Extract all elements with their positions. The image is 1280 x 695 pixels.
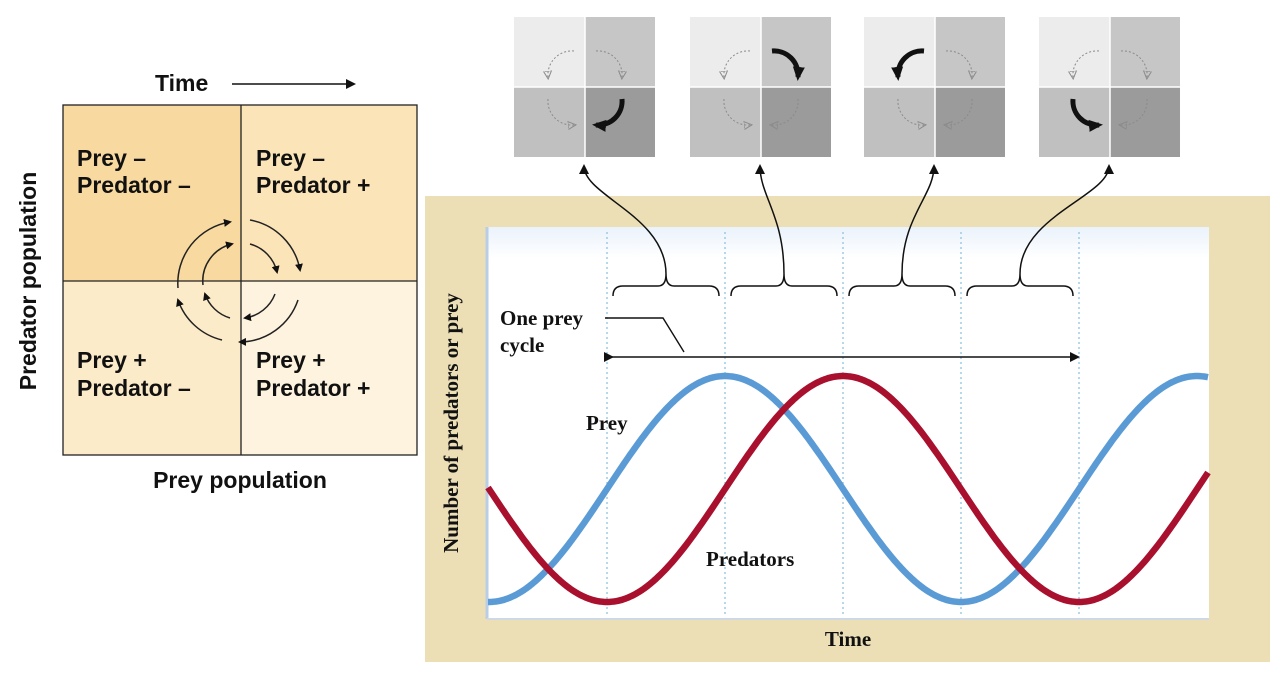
cycle-thumbnail (514, 17, 655, 157)
one-prey-cycle-label: One prey cycle (500, 306, 588, 357)
predators-series-label: Predators (706, 547, 794, 571)
brace-connector-arrow (901, 164, 939, 275)
brace-connector-arrow (579, 164, 667, 275)
prey-series-line (486, 372, 1210, 606)
phase-frame (62, 104, 418, 456)
ghost-arrow-icon (946, 98, 973, 125)
ghost-arrow-icon (897, 98, 924, 125)
ghost-arrow-icon (1121, 98, 1148, 125)
ghost-arrow-icon (724, 50, 751, 77)
cycle-thumbnail (864, 17, 1005, 157)
active-arrow-icon (891, 48, 925, 81)
time-label: Time (155, 70, 208, 96)
quadrant-bottom-right (241, 281, 417, 455)
predator-population-axis-label: Predator population (15, 172, 41, 391)
phase-spiral-icon (176, 219, 303, 346)
brace-connector-arrow (755, 164, 785, 275)
active-arrow-icon (592, 98, 625, 132)
phase-diagram: Time Prey – Predator – Prey – Predator +… (15, 70, 418, 493)
quadrant-label-bottom-left: Prey + Predator – (77, 347, 191, 401)
quadrant-label-top-left: Prey – Predator – (77, 145, 191, 198)
annotation-pointer (605, 317, 685, 353)
brace-connectors (579, 164, 1114, 275)
ghost-arrow-icon (547, 98, 574, 125)
quadrant-label-top-right: Prey – Predator + (256, 145, 370, 198)
ghost-arrow-icon (595, 50, 622, 77)
ghost-arrow-icon (1120, 50, 1147, 77)
active-arrow-icon (1070, 98, 1103, 132)
brace-connector-arrow (1019, 164, 1114, 275)
quadrant-label-bottom-right: Prey + Predator + (256, 347, 370, 401)
time-gridlines (606, 232, 1080, 616)
quadrant-top-right (241, 105, 417, 281)
ghost-arrow-icon (548, 50, 575, 77)
cycle-thumbnail (1039, 17, 1180, 157)
active-arrow-icon (771, 48, 805, 81)
quadrant-bottom-left (63, 281, 241, 455)
prey-series-label: Prey (586, 411, 628, 435)
predators-series-line (485, 372, 1211, 606)
series-lines (485, 372, 1211, 606)
cycle-thumbnail (690, 17, 831, 157)
cycle-thumbnails (514, 17, 1180, 157)
population-chart: One prey cycle Prey Predators Time Numbe… (425, 164, 1270, 662)
chart-x-axis-label: Time (825, 627, 871, 651)
prey-population-axis-label: Prey population (153, 467, 327, 493)
ghost-arrow-icon (772, 98, 799, 125)
quadrant-top-left (63, 105, 241, 281)
ghost-arrow-icon (723, 98, 750, 125)
ghost-arrow-icon (1073, 50, 1100, 77)
chart-y-axis-label: Number of predators or prey (439, 293, 463, 553)
ghost-arrow-icon (945, 50, 972, 77)
